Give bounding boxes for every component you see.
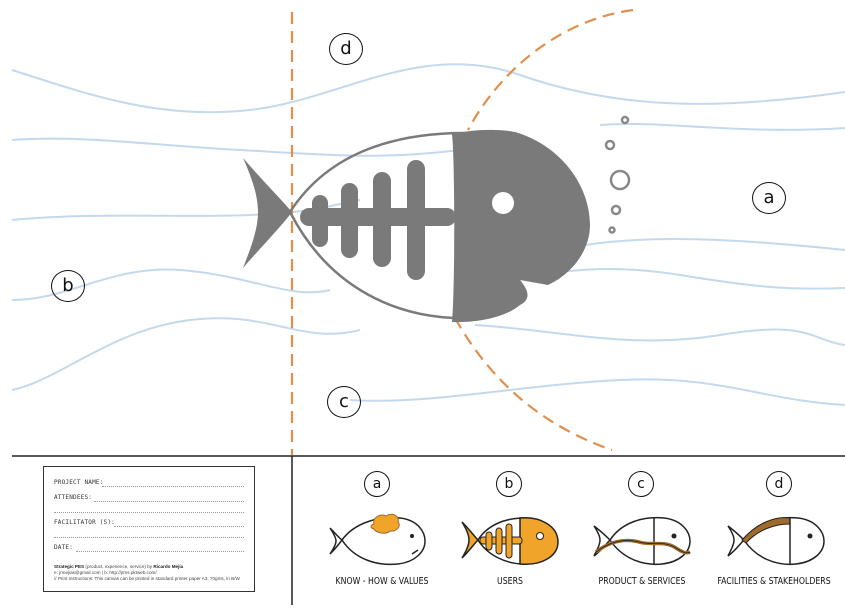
- fish-rib: [312, 195, 328, 247]
- print-instructions: // Print Instructions: This canvas can b…: [54, 576, 240, 581]
- attendees-field-2[interactable]: [54, 512, 244, 513]
- legend-b-marker: b: [496, 471, 522, 497]
- label-d-text: d: [340, 38, 351, 59]
- label-c-marker: c: [327, 386, 361, 418]
- legend-a-label: KNOW - HOW & VALUES: [325, 576, 440, 587]
- fish-head: [452, 130, 590, 322]
- attendees-field[interactable]: [94, 501, 244, 502]
- facilitator-field-2[interactable]: [54, 537, 244, 538]
- legend-a-marker: a: [364, 471, 390, 497]
- attendees-label: ATTENDEES:: [54, 494, 92, 501]
- legend-fish-a-icon: [330, 514, 425, 564]
- legend-d-letter: d: [775, 476, 784, 492]
- facilitator-field[interactable]: [114, 526, 244, 527]
- legend-c-marker: c: [628, 471, 654, 497]
- credit-author: Ricardo Mejía: [153, 564, 183, 569]
- label-b-marker: b: [51, 270, 85, 302]
- legend-d-label: FACILITIES & STAKEHOLDERS: [717, 576, 832, 587]
- credit-contact: e: jrmejias@gmail.com | b: http://jrms.p…: [54, 570, 157, 575]
- dashed-arc: [455, 318, 612, 450]
- label-a-text: a: [763, 187, 774, 208]
- legend-d-marker: d: [766, 471, 792, 497]
- fish-eye: [492, 192, 514, 214]
- water-waves: [12, 64, 845, 405]
- fish-rib: [407, 160, 425, 280]
- date-label: DATE:: [54, 544, 73, 551]
- label-b-text: b: [62, 275, 73, 296]
- fish-rib: [341, 183, 358, 258]
- date-field[interactable]: [76, 551, 244, 552]
- fish-tail: [243, 158, 292, 268]
- credit-sub: (product, experience, service) by: [84, 564, 153, 569]
- facilitator-label: FACILITATOR (S):: [54, 519, 115, 526]
- project-info-box: PROJECT NAME: ATTENDEES: FACILITATOR (S)…: [43, 466, 255, 592]
- credit-block: Strategic PES (product, experience, serv…: [54, 564, 250, 582]
- legend-fish-d-icon: [728, 518, 824, 565]
- legend-b-label: USERS: [477, 576, 543, 587]
- wave-line: [585, 239, 845, 250]
- label-c-text: c: [339, 391, 349, 412]
- legend-c-letter: c: [637, 476, 645, 492]
- legend-c-label: PRODUCT & SERVICES: [591, 576, 693, 587]
- project-name-field[interactable]: [102, 486, 244, 487]
- legend-fish-c-icon: [594, 518, 690, 565]
- project-name-label: PROJECT NAME:: [54, 479, 104, 486]
- legend-b-letter: b: [505, 476, 514, 492]
- credit-title: Strategic PES: [54, 564, 84, 569]
- label-a-marker: a: [752, 182, 786, 214]
- label-d-marker: d: [329, 33, 363, 65]
- legend-a-letter: a: [373, 476, 382, 492]
- wave-line: [600, 124, 845, 130]
- bubbles-icon: [606, 117, 629, 233]
- fish-skeleton-icon: [243, 130, 590, 322]
- dashed-arc: [468, 10, 633, 130]
- wave-line: [12, 64, 845, 112]
- wave-line: [475, 325, 845, 345]
- wave-line: [12, 318, 360, 390]
- wave-line: [350, 379, 845, 405]
- fish-rib: [373, 172, 391, 267]
- legend-fish-b-icon: [462, 518, 558, 565]
